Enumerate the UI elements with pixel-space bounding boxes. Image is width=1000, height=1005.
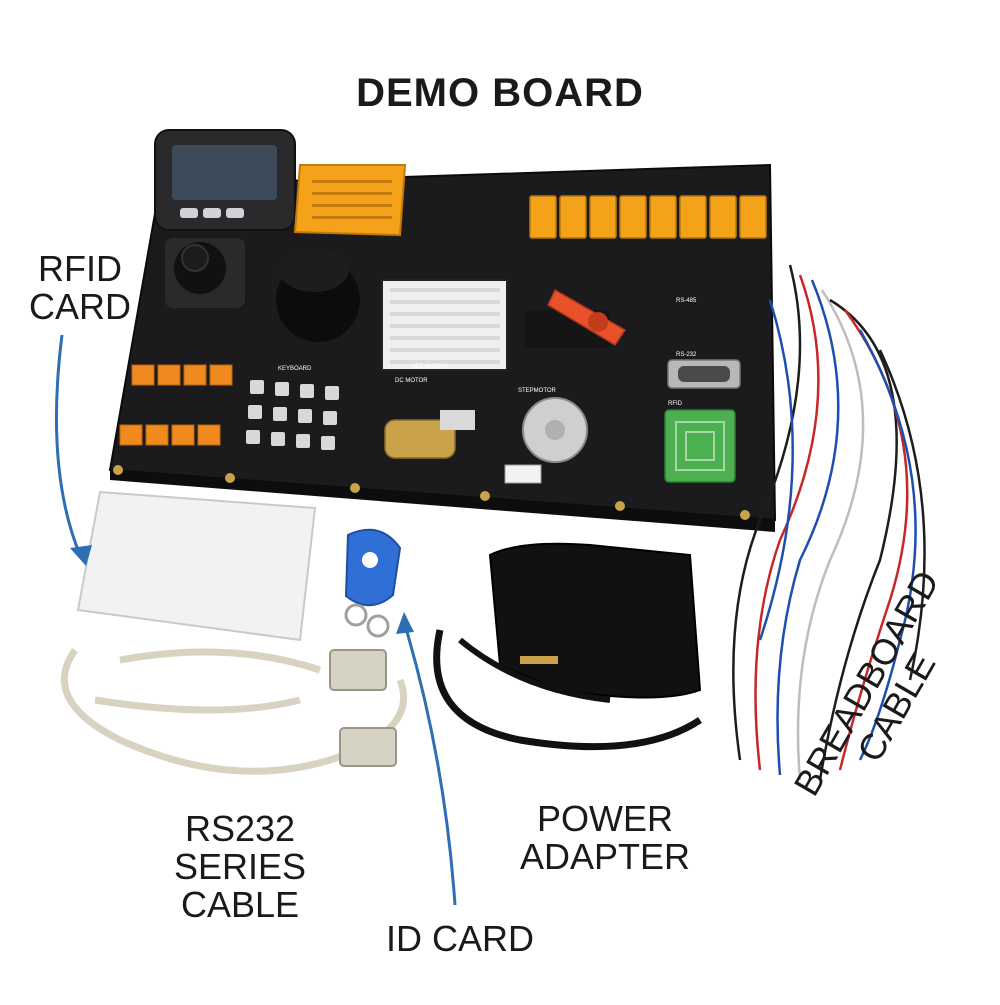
silkscreen-labels: LED MATRIX KEYBOARD DC MOTOR STEPMOTOR R… xyxy=(278,298,697,407)
power-label-line2: ADAPTER xyxy=(519,835,691,877)
led-matrix xyxy=(381,279,508,371)
relay-row xyxy=(529,195,767,239)
demo-board: LED MATRIX KEYBOARD DC MOTOR STEPMOTOR R… xyxy=(108,129,777,532)
db9-connector xyxy=(667,359,741,389)
svg-text:RS-232: RS-232 xyxy=(676,352,697,358)
stepper-motor xyxy=(504,397,588,484)
rs232-cable-label: RS232 SERIES CABLE xyxy=(110,810,370,923)
id-keyfob xyxy=(344,528,402,638)
svg-text:RS-485: RS-485 xyxy=(676,298,697,304)
keypad xyxy=(246,380,339,450)
db9-plugs xyxy=(329,649,397,767)
dc-motor xyxy=(384,410,475,459)
servo-motor xyxy=(525,288,627,348)
rotary-knob xyxy=(276,248,360,342)
svg-text:RFID: RFID xyxy=(668,401,683,407)
rs232-label-line2: SERIES CABLE xyxy=(173,845,307,925)
terminal-blocks xyxy=(119,364,233,446)
rfid-reader-module xyxy=(664,409,736,483)
power-label-line1: POWER xyxy=(536,798,673,839)
arrow-rfid-card xyxy=(54,334,82,556)
rfid-card-label-line1: RFID xyxy=(38,248,122,289)
arrow-heads xyxy=(70,545,414,634)
rfid-card-label-line2: CARD xyxy=(28,285,131,327)
svg-text:KEYBOARD: KEYBOARD xyxy=(278,366,312,372)
arrow-id-card xyxy=(403,624,457,906)
display-module xyxy=(154,129,296,231)
rs232-label-line1: RS232 xyxy=(184,808,296,849)
svg-text:STEPMOTOR: STEPMOTOR xyxy=(518,388,557,394)
joystick xyxy=(165,238,245,308)
callout-arrows xyxy=(54,334,457,906)
power-adapter xyxy=(433,542,702,751)
id-card-label: ID CARD xyxy=(385,918,534,959)
power-adapter-label: POWER ADAPTER xyxy=(505,800,705,876)
rfid-card-label: RFID CARD xyxy=(20,250,140,326)
breadboard-wires xyxy=(732,264,926,781)
svg-text:LED MATRIX: LED MATRIX xyxy=(412,364,448,370)
svg-text:DC MOTOR: DC MOTOR xyxy=(395,378,428,384)
page-title: DEMO BOARD xyxy=(356,71,644,115)
mini-breadboard xyxy=(293,164,407,237)
rfid-card xyxy=(76,490,317,642)
